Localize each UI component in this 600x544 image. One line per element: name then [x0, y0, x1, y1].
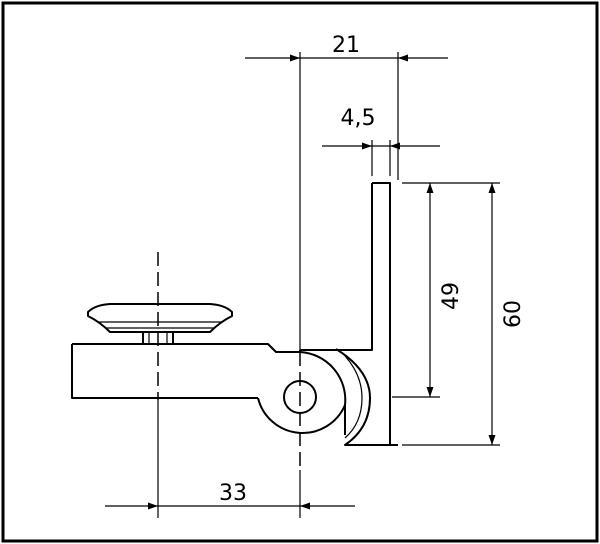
- hinge-base: [71, 343, 301, 399]
- dimension-60: 60: [488, 183, 526, 445]
- dim-label-33: 33: [219, 481, 247, 506]
- dim-label-49: 49: [439, 282, 464, 310]
- dimension-33: 33: [105, 481, 355, 510]
- hinge-knuckle: [257, 397, 346, 435]
- dimension-49: 49: [426, 183, 464, 397]
- dim-label-4-5: 4,5: [341, 106, 376, 131]
- dim-label-21: 21: [332, 33, 360, 58]
- vertical-plate: [300, 182, 391, 445]
- dimension-21: 21: [245, 33, 448, 62]
- suction-cup: [87, 303, 233, 333]
- dim-label-60: 60: [501, 300, 526, 328]
- hinge-part: [71, 182, 398, 446]
- outer-shell: [335, 348, 398, 446]
- dimension-4-5: 4,5: [322, 106, 440, 150]
